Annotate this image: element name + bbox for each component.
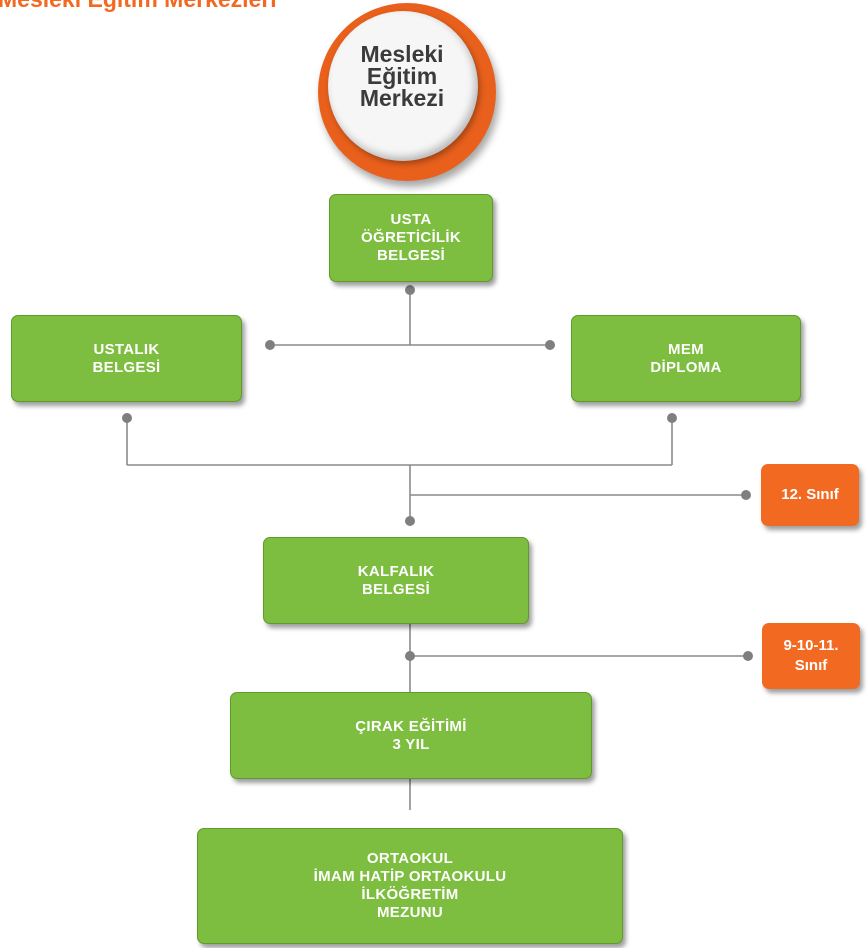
connector-dot	[405, 285, 415, 295]
node-ortaokul-mezunu: ORTAOKUL İMAM HATİP ORTAOKULU İLKÖĞRETİM…	[197, 828, 623, 944]
connector-dot	[122, 413, 132, 423]
connector-dot	[405, 516, 415, 526]
connector-dot	[265, 340, 275, 350]
node-kalfalik-belgesi: KALFALIK BELGESİ	[263, 537, 529, 624]
grade-9-10-11-badge: 9-10-11. Sınıf	[762, 623, 860, 689]
logo-inner-circle	[328, 11, 478, 161]
header-title: Mesleki Eğitim Merkezleri	[0, 0, 277, 13]
connector-dot	[405, 651, 415, 661]
node-mem-diploma: MEM DİPLOMA	[571, 315, 801, 402]
node-usta-ogreticilik-belgesi: USTA ÖĞRETİCİLİK BELGESİ	[329, 194, 493, 282]
connector-dot	[667, 413, 677, 423]
mesleki-egitim-merkezi-logo: Mesleki Eğitim Merkezi	[318, 3, 498, 183]
node-cirak-egitimi: ÇIRAK EĞİTİMİ 3 YIL	[230, 692, 592, 779]
logo-text: Mesleki Eğitim Merkezi	[359, 41, 445, 111]
node-ustalik-belgesi: USTALIK BELGESİ	[11, 315, 242, 402]
grade-12-badge: 12. Sınıf	[761, 464, 859, 526]
connector-dot	[741, 490, 751, 500]
connector-dot	[743, 651, 753, 661]
connector-dot	[545, 340, 555, 350]
